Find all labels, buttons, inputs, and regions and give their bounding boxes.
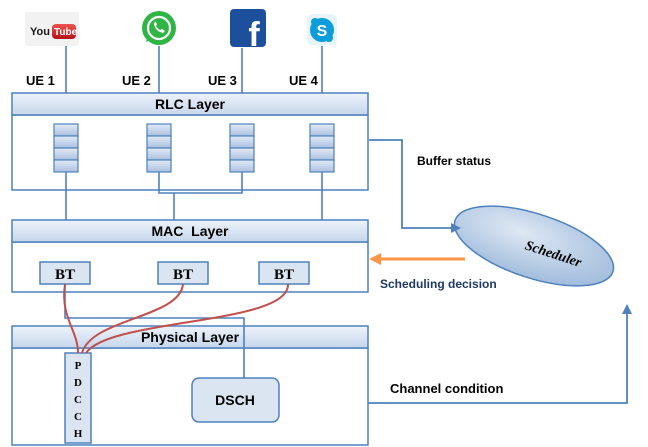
svg-text:Tube: Tube	[54, 27, 78, 38]
mac-layer-title: MAC Layer	[151, 223, 229, 239]
buffer-queues	[53, 123, 335, 173]
scheduler-node: Scheduler	[453, 205, 615, 287]
buffer-queue-ue3	[229, 123, 255, 173]
buffer-status-arrow	[369, 139, 461, 233]
buffer-queue-ue2	[146, 123, 172, 173]
svg-text:f: f	[248, 16, 260, 54]
buffer-queue-ue1	[53, 123, 79, 173]
bt-to-pdcch-curves	[63, 283, 290, 354]
ue-label-2: UE 2	[122, 73, 151, 88]
pdcch-letter-5: H	[74, 428, 83, 440]
bt-box-3: BT	[258, 261, 310, 285]
pdcch-letter-4: C	[74, 411, 82, 423]
facebook-icon: f	[230, 9, 266, 54]
buffer-queue-ue4	[309, 123, 335, 173]
rlc-layer-title: RLC Layer	[155, 96, 226, 112]
whatsapp-icon	[142, 11, 176, 45]
physical-layer-title: Physical Layer	[141, 329, 240, 345]
svg-text:S: S	[317, 23, 328, 40]
dsch-label: DSCH	[215, 392, 255, 408]
ue-label-4: UE 4	[289, 73, 319, 88]
scheduling-decision-label: Scheduling decision	[380, 277, 497, 291]
bt-box-2: BT	[157, 261, 209, 285]
ue-label-1: UE 1	[26, 73, 55, 88]
bt-label-3: BT	[274, 267, 294, 283]
skype-icon: S	[307, 14, 337, 45]
channel-condition-arrow	[368, 304, 632, 404]
pdcch-box: P D C C H	[64, 352, 92, 444]
bt-label-2: BT	[173, 267, 193, 283]
channel-condition-label: Channel condition	[390, 381, 503, 396]
pdcch-letter-3: C	[74, 394, 82, 406]
dsch-box: DSCH	[191, 377, 280, 423]
bt-box-1: BT	[39, 261, 91, 285]
ue-label-3: UE 3	[208, 73, 237, 88]
buffer-status-label: Buffer status	[417, 154, 491, 168]
pdcch-letter-2: D	[74, 377, 82, 389]
youtube-icon: You Tube	[25, 12, 79, 46]
pdcch-letter-1: P	[75, 360, 82, 372]
svg-text:You: You	[30, 26, 50, 38]
bt-label-1: BT	[55, 267, 75, 283]
